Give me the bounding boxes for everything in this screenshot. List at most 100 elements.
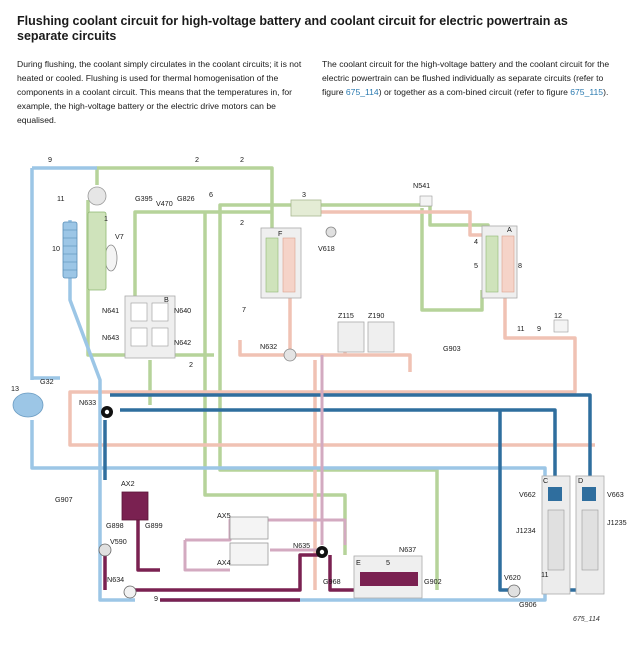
label-n2d: 2 [189, 360, 193, 369]
label-e: E [356, 558, 361, 567]
label-n10: 10 [52, 244, 60, 253]
drive-motor-c [541, 475, 571, 595]
green-pipe-hv-return [420, 208, 484, 312]
label-n6: 6 [209, 190, 213, 199]
mauve-pipe-ax5 [183, 540, 230, 572]
label-n8: 8 [518, 261, 522, 270]
component-3 [290, 199, 322, 217]
battery-heat-exchanger-a [481, 225, 518, 299]
label-c: C [543, 476, 548, 485]
label-n635: N635 [293, 541, 310, 550]
component-ax4 [229, 542, 269, 566]
label-n9b: 9 [537, 324, 541, 333]
label-n2b: 2 [240, 155, 244, 164]
label-v663: V663 [607, 490, 624, 499]
label-n642: N642 [174, 338, 191, 347]
page-title: Flushing coolant circuit for high-voltag… [17, 14, 568, 43]
valve-n635 [316, 546, 328, 558]
label-n634: N634 [107, 575, 124, 584]
dark-blue-pipe-right [498, 410, 520, 592]
label-g32: G32 [40, 377, 54, 386]
label-a: A [507, 225, 512, 234]
dark-blue-pipe-mid [120, 408, 557, 485]
pump-v620 [507, 584, 521, 598]
heater-z190 [367, 321, 395, 353]
label-n9c: 9 [154, 594, 158, 603]
label-n643: N643 [102, 333, 119, 342]
paragraph-right: The coolant circuit for the high-voltage… [322, 57, 614, 99]
label-f: F [278, 229, 283, 238]
label-z190: Z190 [368, 311, 384, 320]
label-n2a: 2 [195, 155, 199, 164]
figure-link-675-115[interactable]: 675_115 [570, 87, 604, 97]
label-n11a: 11 [57, 194, 64, 203]
label-ax4: AX4 [217, 558, 231, 567]
label-n5b: 5 [386, 558, 390, 567]
label-g395: G395 [135, 194, 153, 203]
heater-z115 [337, 321, 365, 353]
label-g903: G903 [443, 344, 461, 353]
label-v470: V470 [156, 199, 173, 208]
label-n541: N541 [413, 181, 430, 190]
pink-pipes [68, 210, 595, 590]
heat-exchanger-f [260, 227, 302, 299]
purple-pipe-bottom [125, 553, 322, 592]
label-z115: Z115 [338, 311, 354, 320]
label-v7: V7 [115, 232, 124, 241]
label-n637: N637 [399, 545, 416, 554]
purple-pipes [103, 515, 420, 602]
label-n11c: 11 [541, 570, 548, 579]
label-n7: 7 [242, 305, 246, 314]
label-g902: G902 [424, 577, 442, 586]
paragraph-right-part2: ) or together as a com-bined circuit (re… [378, 87, 571, 97]
label-j1235: J1235 [607, 518, 627, 527]
fan-v7 [104, 244, 118, 272]
drive-motor-d [575, 475, 605, 595]
label-j1234: J1234 [516, 526, 536, 535]
label-v662: V662 [519, 490, 536, 499]
diagram-labels: 9 2 2 11 G395 V470 G826 6 3 N541 1 10 V7… [11, 155, 627, 623]
label-n9a: 9 [48, 155, 52, 164]
label-v618: V618 [318, 244, 335, 253]
green-pipe-inner-top [133, 210, 272, 218]
expansion-tank-13 [12, 392, 44, 418]
label-g907: G907 [55, 495, 73, 504]
label-n12: 12 [554, 311, 562, 320]
label-n3: 3 [302, 190, 306, 199]
figure-link-675-114[interactable]: 675_114 [345, 87, 379, 97]
valve-n634 [123, 585, 137, 599]
label-d: D [578, 476, 583, 485]
label-n13: 13 [11, 384, 19, 393]
pink-pipe-heater [290, 353, 412, 372]
label-g968: G968 [323, 577, 341, 586]
pump-v590 [98, 543, 112, 557]
label-n633: N633 [79, 398, 96, 407]
label-v620: V620 [504, 573, 521, 582]
dark-blue-pipes [103, 393, 592, 592]
radiator-1 [87, 186, 107, 291]
component-ax2 [121, 491, 149, 521]
component-12 [553, 319, 569, 333]
valve-n541 [419, 195, 433, 207]
label-n632: N632 [260, 342, 277, 351]
purple-pipe-ax2 [136, 515, 160, 572]
radiator-10 [62, 221, 78, 279]
label-g826: G826 [177, 194, 195, 203]
heat-exchanger-e [353, 555, 423, 599]
label-ax2: AX2 [121, 479, 135, 488]
green-pipe-right-down [218, 212, 439, 590]
pink-pipe-chiller [238, 290, 292, 357]
label-n4: 4 [474, 237, 478, 246]
label-g899: G899 [145, 521, 163, 530]
label-n11b: 11 [517, 324, 524, 333]
label-g906: G906 [519, 600, 537, 609]
paragraph-right-part1: The coolant circuit for the high-voltage… [322, 59, 610, 97]
label-n2c: 2 [240, 218, 244, 227]
component-ax5 [229, 516, 269, 540]
dark-blue-pipe-top [110, 393, 592, 485]
valve-n632 [283, 348, 297, 362]
label-b: B [164, 295, 169, 304]
paragraph-left: During flushing, the coolant simply circ… [17, 59, 302, 125]
paragraph-right-part3: ). [603, 87, 609, 97]
